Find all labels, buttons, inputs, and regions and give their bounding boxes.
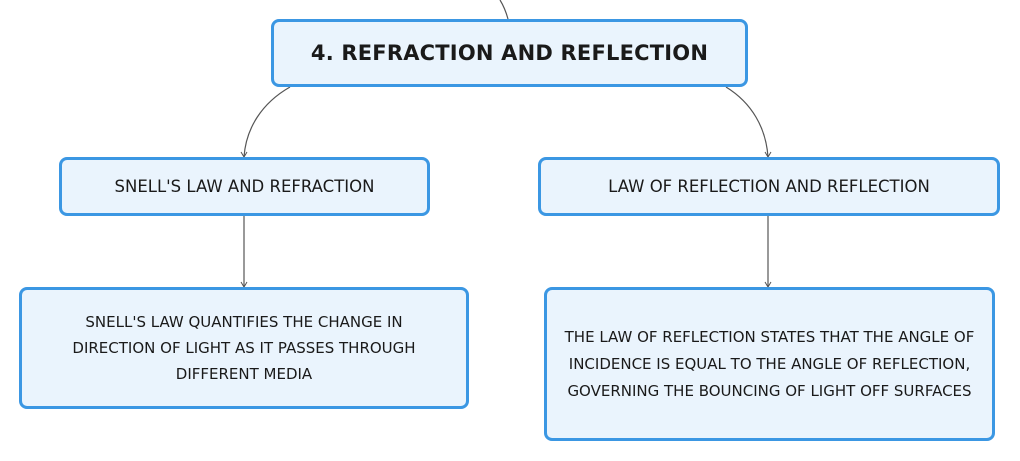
snell-law-label: SNELL'S LAW AND REFRACTION <box>114 177 375 196</box>
connector-main-to-snell <box>243 86 291 158</box>
law-of-reflection-description-node[interactable]: THE LAW OF REFLECTION STATES THAT THE AN… <box>544 287 995 441</box>
law-of-reflection-node[interactable]: LAW OF REFLECTION AND REFLECTION <box>538 157 1000 216</box>
snell-law-node[interactable]: SNELL'S LAW AND REFRACTION <box>59 157 430 216</box>
law-of-reflection-description-text: THE LAW OF REFLECTION STATES THAT THE AN… <box>564 327 975 400</box>
main-topic-node[interactable]: 4. REFRACTION AND REFLECTION <box>271 19 748 87</box>
connector-main-to-reflection <box>725 86 769 158</box>
main-topic-label: 4. REFRACTION AND REFLECTION <box>310 41 709 65</box>
snell-law-description-text: SNELL'S LAW QUANTIFIES THE CHANGE IN DIR… <box>72 313 416 383</box>
snell-law-description-node[interactable]: SNELL'S LAW QUANTIFIES THE CHANGE IN DIR… <box>19 287 469 409</box>
law-of-reflection-label: LAW OF REFLECTION AND REFLECTION <box>608 177 930 196</box>
connector-parent-to-main <box>499 0 509 20</box>
